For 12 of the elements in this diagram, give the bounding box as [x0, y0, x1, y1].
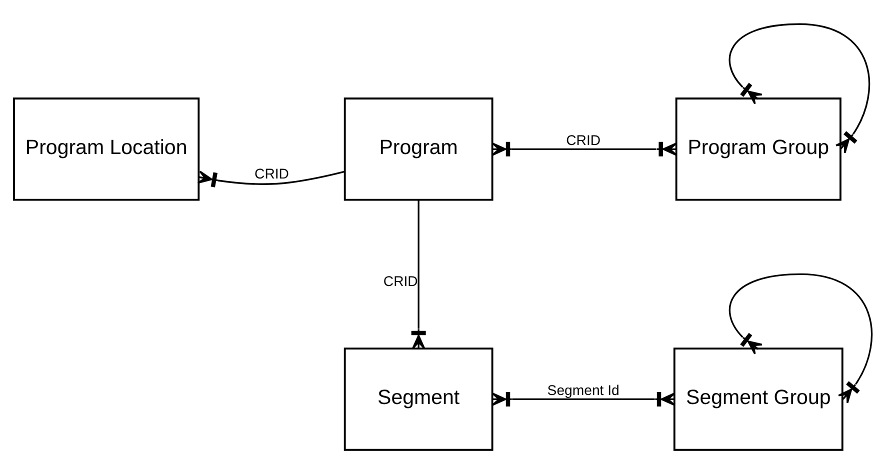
connector — [728, 22, 870, 154]
connector — [197, 170, 345, 187]
edge-label: CRID — [383, 272, 418, 288]
node-box: Program Location — [13, 97, 200, 200]
node-box: Segment — [344, 347, 494, 450]
edge-label: CRID — [254, 164, 289, 181]
edge-label: Segment Id — [547, 382, 620, 398]
node-box: Program — [344, 97, 494, 200]
edge-label: CRID — [566, 132, 601, 148]
node-box: Program Group — [675, 97, 842, 200]
node-box: Segment Group — [673, 347, 844, 450]
connector — [728, 272, 873, 404]
